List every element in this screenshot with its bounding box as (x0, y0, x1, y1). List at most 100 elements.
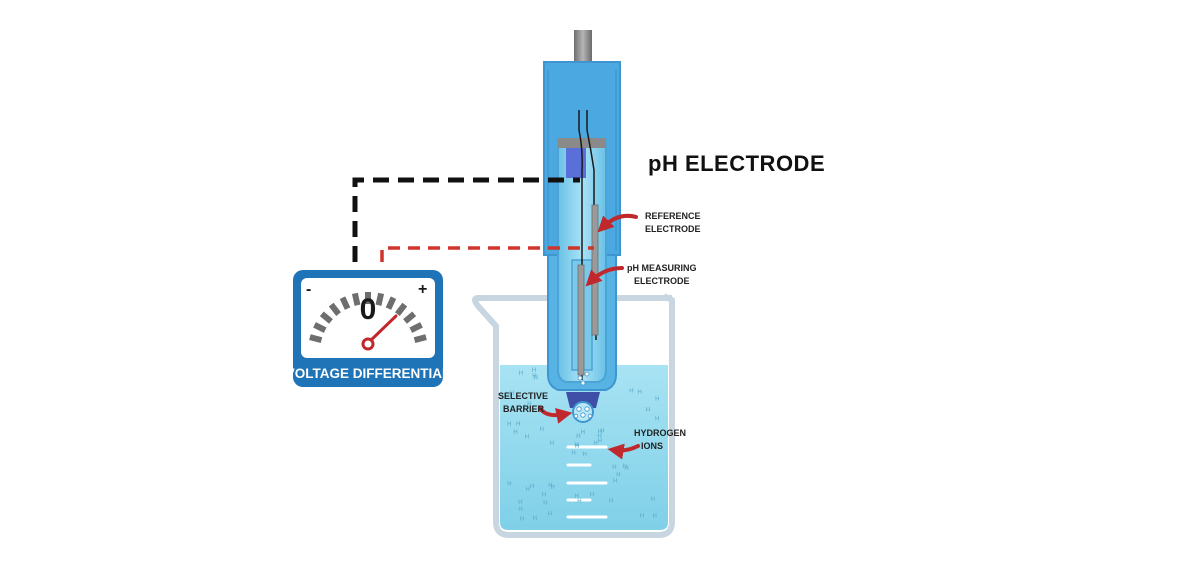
hydrogen-ion: H (581, 430, 585, 436)
meter-tick (375, 292, 385, 306)
label-measuring-1: pH MEASURING (627, 263, 697, 273)
selective-barrier-bulb (572, 401, 594, 423)
measuring-electrode-rod (577, 264, 585, 376)
hydrogen-ion: H (520, 517, 524, 523)
meter-needle (366, 314, 398, 345)
hydrogen-ion: H (519, 371, 523, 377)
hydrogen-ion: H (518, 500, 522, 506)
hydrogen-ion: H (583, 452, 587, 458)
hydrogen-ion: H (651, 497, 655, 503)
hydrogen-ion: H (526, 487, 530, 493)
beaker (472, 293, 675, 538)
hydrogen-ion: H (575, 494, 579, 500)
hydrogen-ion: H (530, 484, 534, 490)
meter-tick (409, 322, 423, 333)
meter-needle-pivot (361, 337, 375, 351)
arrow-barrier (538, 406, 573, 424)
hydrogen-ion: H (518, 507, 522, 513)
hydrogen-ion: H (542, 493, 546, 499)
hydrogen-ion: H (550, 485, 554, 491)
internal-wire-1 (578, 110, 583, 380)
hydrogen-ion: H (516, 421, 520, 427)
arrow-measuring (585, 266, 624, 287)
arrow-reference (597, 213, 638, 233)
hydrogen-ion: H (598, 430, 602, 436)
hydrogen-ion: H (593, 441, 597, 447)
hydrogen-ion: H (548, 512, 552, 518)
meter-tick (319, 311, 333, 324)
meter-face (301, 278, 435, 358)
hydrogen-ion: H (640, 513, 644, 519)
arrow-ions (607, 443, 640, 460)
label-barrier-1: SELECTIVE (498, 391, 548, 401)
hydrogen-ions: HHHHHHHHHHHHHHHHHHHHHHHHHHHHHHHHHHHHHHHH… (507, 368, 659, 522)
voltage-meter: - + 0 VOLTAGE DIFFERENTIAL (286, 270, 451, 387)
hydrogen-ion: H (597, 434, 601, 440)
bulb-particles (573, 371, 593, 419)
hydrogen-ion: H (507, 422, 511, 428)
hydrogen-ion: H (548, 483, 552, 489)
hydrogen-ion: H (532, 368, 536, 374)
label-reference-1: REFERENCE (645, 211, 701, 221)
hydrogen-ion: H (525, 435, 529, 441)
hydrogen-ion: H (507, 481, 511, 487)
hydrogen-ion: H (623, 464, 627, 470)
hydrogen-ion: H (540, 427, 544, 433)
internal-wire-2 (586, 110, 597, 341)
hydrogen-ion: H (624, 466, 628, 472)
label-measuring-2: ELECTRODE (634, 276, 690, 286)
label-ions-2: IONS (641, 441, 663, 451)
probe-inner-top (558, 138, 606, 148)
meter-tick (351, 292, 361, 306)
hydrogen-ion: H (533, 516, 537, 522)
meter-tick-marks (309, 292, 427, 344)
meter-tick (385, 296, 397, 310)
label-ions-1: HYDROGEN (634, 428, 686, 438)
meter-label: VOLTAGE DIFFERENTIAL (286, 366, 451, 381)
hydrogen-ion: H (646, 408, 650, 414)
meter-plus: + (418, 281, 427, 298)
hydrogen-ion: H (590, 493, 594, 499)
beaker-glass (472, 293, 675, 538)
hydrogen-ion: H (524, 405, 528, 411)
meter-tick (313, 322, 327, 333)
probe-inner-blue (566, 148, 586, 178)
meter-tick (339, 296, 351, 310)
hydrogen-ion: H (638, 390, 642, 396)
hydrogen-ion: H (598, 438, 602, 444)
hydrogen-ion: H (616, 473, 620, 479)
hydrogen-ion: H (613, 479, 617, 485)
callout-arrows (538, 213, 640, 460)
hydrogen-ion: H (571, 451, 575, 457)
diagram-title: pH ELECTRODE (648, 151, 825, 176)
hydrogen-ion: H (576, 434, 580, 440)
hydrogen-ion: H (510, 391, 514, 397)
label-barrier-2: BARRIER (503, 404, 545, 414)
meter-reading: 0 (360, 293, 377, 326)
hydrogen-ion: H (543, 501, 547, 507)
meter-tick (395, 302, 408, 316)
hydrogen-ion: H (574, 442, 578, 448)
meter-tick (403, 311, 417, 324)
beaker-graduations (566, 445, 608, 519)
meter-tick (413, 334, 427, 344)
hydrogen-ion: H (534, 376, 538, 382)
hydrogen-ion: H (629, 389, 633, 395)
hydrogen-ion: H (513, 430, 517, 436)
meter-tick (309, 334, 323, 344)
reference-electrode-rod (591, 204, 599, 336)
hydrogen-ion: H (550, 441, 554, 447)
hydrogen-ion: H (612, 465, 616, 471)
black-lead-wire (352, 177, 580, 262)
meter-minus: - (306, 281, 311, 298)
hydrogen-ion: H (575, 444, 579, 450)
label-reference-2: ELECTRODE (645, 224, 701, 234)
hydrogen-ion: H (655, 417, 659, 423)
hydrogen-ion: H (600, 428, 604, 434)
hydrogen-ion: H (532, 374, 536, 380)
probe-tip-ring (566, 392, 600, 408)
hydrogen-ion: H (577, 499, 581, 505)
hydrogen-ion: H (655, 396, 659, 402)
hydrogen-ion: H (609, 498, 613, 504)
